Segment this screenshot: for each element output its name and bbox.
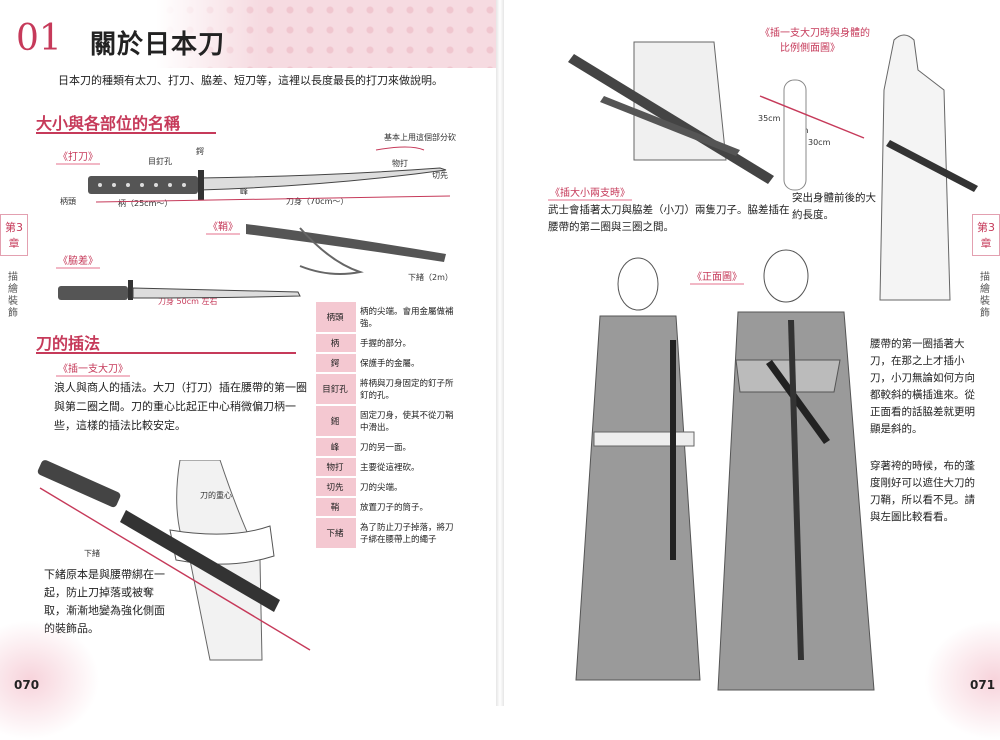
terms-row: 鍔保護手的金屬。 xyxy=(316,353,458,374)
page-number: 070 xyxy=(14,678,40,692)
uchigatana-illustration xyxy=(58,146,451,300)
part-kissaki: 切先 xyxy=(432,171,448,180)
protrude-text: 突出身體前後的大約長度。 xyxy=(792,192,876,221)
label-uchigatana: 《打刀》 xyxy=(56,148,100,165)
chapter-number: 01 xyxy=(16,18,62,59)
section-heading-parts: 大小與各部位的名稱 xyxy=(36,114,181,133)
front-view-text: 腰帶的第一圈插著大刀，在那之上才插小刀，小刀無論如何方向 都較斜的橫插進來。從正… xyxy=(870,338,975,435)
term-value: 固定刀身，使其不從刀鞘中滑出。 xyxy=(354,405,458,438)
term-key: 柄頭 xyxy=(316,302,355,334)
term-key: 下緒 xyxy=(316,517,355,550)
part-mekugi: 目釘孔 xyxy=(148,157,172,166)
terms-row: 下緒為了防止刀子掉落，將刀子綁在腰帶上的繩子 xyxy=(316,517,458,550)
chapter-side-subtitle: 描繪裝飾 xyxy=(8,272,18,319)
terms-row: 鎺固定刀身，使其不從刀鞘中滑出。 xyxy=(316,405,458,438)
term-value: 刀的另一面。 xyxy=(354,437,458,458)
intro-text: 日本刀的種類有太刀、打刀、脇差、短刀等，這裡以長度最長的打刀來做說明。 xyxy=(58,74,443,87)
blade-length: 刀身（70cm～） xyxy=(286,197,349,206)
part-tsuba: 鍔 xyxy=(196,147,204,156)
page-title: 關於日本刀 xyxy=(90,30,226,60)
cut-note: 基本上用這個部分砍 xyxy=(384,133,456,142)
terms-row: 切先刀的尖端。 xyxy=(316,477,458,498)
label-single-sword: 《插一支大刀》 xyxy=(56,360,130,377)
terms-row: 柄手握的部分。 xyxy=(316,333,458,354)
terms-row: 目釘孔將柄與刀身固定的釘子所釘的孔。 xyxy=(316,373,458,406)
term-key: 目釘孔 xyxy=(316,373,355,406)
two-swords-text: 武士會插著太刀與脇差（小刀）兩隻刀子。脇差插在腰帶的第二圈與三圈之間。 xyxy=(548,204,790,233)
chapter-side-tab: 第3章 xyxy=(972,214,1000,256)
chapter-side-tab: 第3章 xyxy=(0,214,28,256)
term-key: 柄 xyxy=(316,333,355,354)
term-key: 鍔 xyxy=(316,353,355,374)
gutter xyxy=(496,0,504,706)
term-value: 為了防止刀子掉落，將刀子綁在腰帶上的繩子 xyxy=(354,517,458,550)
wakizashi-length: 刀身 50cm 左右 xyxy=(158,297,218,306)
measure-35: 35cm xyxy=(758,114,781,123)
tsuka-length: 柄（25cm～） xyxy=(118,199,173,208)
chapter-side-subtitle: 描繪裝飾 xyxy=(980,272,990,319)
page-number: 071 xyxy=(970,678,996,692)
sword-at-hip-illustration xyxy=(37,460,311,661)
label-saya: 《鞘》 xyxy=(206,218,240,235)
left-page: 01 關於日本刀 日本刀的種類有太刀、打刀、脇差、短刀等，這裡以長度最長的打刀來… xyxy=(0,0,496,740)
term-value: 柄的尖端。會用金屬做補強。 xyxy=(354,302,458,334)
single-sword-text: 浪人與商人的插法。大刀（打刀）插在腰帶的第一圈與第二圈之間。刀的重心比起正中心稍… xyxy=(54,381,307,432)
label-wakizashi: 《脇差》 xyxy=(56,252,100,269)
term-key: 物打 xyxy=(316,457,355,478)
label-front-view: 《正面圖》 xyxy=(690,268,744,285)
term-value: 刀的尖端。 xyxy=(354,477,458,498)
samurai-illustrations xyxy=(568,34,978,691)
term-value: 放置刀子的筒子。 xyxy=(354,497,458,518)
term-key: 切先 xyxy=(316,477,355,498)
section-heading-wearing: 刀的插法 xyxy=(36,334,101,353)
term-key: 鞘 xyxy=(316,497,355,518)
term-value: 保護手的金屬。 xyxy=(354,353,458,374)
label-two-swords: 《插大小兩支時》 xyxy=(548,184,632,201)
part-tsukagashira: 柄頭 xyxy=(60,197,76,206)
terms-row: 柄頭柄的尖端。會用金屬做補強。 xyxy=(316,302,458,334)
label-sageo: 下緒 xyxy=(84,549,100,558)
center-of-gravity: 刀的重心 xyxy=(200,491,232,500)
part-monouchi: 物打 xyxy=(392,159,408,168)
term-key: 鎺 xyxy=(316,405,355,438)
term-key: 峰 xyxy=(316,437,355,458)
terms-table: 柄頭柄的尖端。會用金屬做補強。柄手握的部分。鍔保護手的金屬。目釘孔將柄與刀身固定… xyxy=(316,302,458,550)
terms-row: 峰刀的另一面。 xyxy=(316,437,458,458)
term-value: 手握的部分。 xyxy=(354,333,458,354)
proportion-label: 《插一支大刀時與身體的比例側面圖》 xyxy=(760,28,870,54)
term-value: 主要從這裡砍。 xyxy=(354,457,458,478)
sageo-length: 下緒（2m） xyxy=(408,273,453,282)
terms-row: 鞘放置刀子的筒子。 xyxy=(316,497,458,518)
term-value: 將柄與刀身固定的釘子所釘的孔。 xyxy=(354,373,458,406)
measure-30b: 30cm xyxy=(808,138,831,147)
part-mune: 峰 xyxy=(240,187,248,196)
hakama-text: 穿著袴的時候，布的蓬度剛好可以遮住大刀的刀鞘，所以看不見。請與左圖比較看看。 xyxy=(870,460,975,523)
terms-row: 物打主要從這裡砍。 xyxy=(316,457,458,478)
